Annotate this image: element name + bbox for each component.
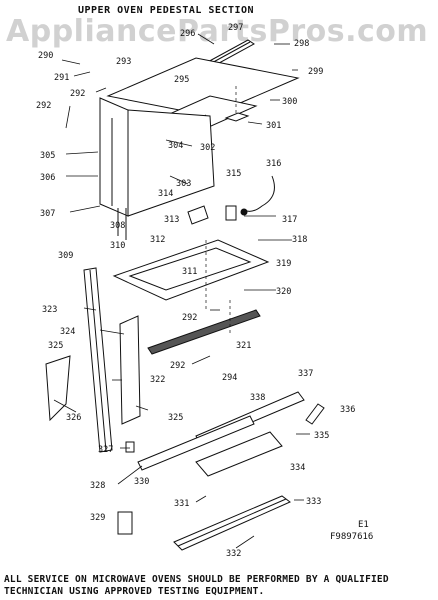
figure-code-line1: E1	[358, 520, 369, 530]
part-327-clip	[125, 441, 135, 453]
part-326-bracket	[45, 355, 71, 422]
part-label-305: 305	[40, 151, 55, 161]
service-notice-line1: ALL SERVICE ON MICROWAVE OVENS SHOULD BE…	[4, 574, 389, 585]
part-label-333: 333	[306, 497, 321, 507]
part-315-switch	[225, 205, 237, 221]
part-label-295: 295	[174, 75, 189, 85]
part-label-326: 326	[66, 413, 81, 423]
part-label-332: 332	[226, 549, 241, 559]
part-label-294: 294	[222, 373, 237, 383]
part-label-327: 327	[98, 445, 113, 455]
part-label-325: 325	[168, 413, 183, 423]
diagram-title: UPPER OVEN PEDESTAL SECTION	[78, 5, 255, 16]
part-label-314: 314	[158, 189, 173, 199]
figure-code-line2: F9897616	[330, 532, 374, 542]
service-notice-line2: TECHNICIAN USING APPROVED TESTING EQUIPM…	[4, 586, 265, 597]
part-313-bracket	[187, 205, 209, 225]
part-299-top-panel	[106, 57, 300, 117]
part-label-319: 319	[276, 259, 291, 269]
part-label-309: 309	[58, 251, 73, 261]
part-label-304: 304	[168, 141, 183, 151]
part-label-292: 292	[170, 361, 185, 371]
part-label-331: 331	[174, 499, 189, 509]
part-329-clip	[117, 511, 133, 535]
part-label-297: 297	[228, 23, 243, 33]
part-label-300: 300	[282, 97, 297, 107]
part-label-317: 317	[282, 215, 297, 225]
part-label-292: 292	[182, 313, 197, 323]
part-label-330: 330	[134, 477, 149, 487]
part-303-back-panel	[127, 109, 215, 217]
part-label-302: 302	[200, 143, 215, 153]
part-label-335: 335	[314, 431, 329, 441]
part-label-337: 337	[298, 369, 313, 379]
part-label-336: 336	[340, 405, 355, 415]
part-label-296: 296	[180, 29, 195, 39]
part-316-cord	[243, 175, 275, 212]
part-label-299: 299	[308, 67, 323, 77]
part-label-306: 306	[40, 173, 55, 183]
part-label-325: 325	[48, 341, 63, 351]
watermark: AppliancePartsPros.com	[6, 14, 429, 49]
part-label-328: 328	[90, 481, 105, 491]
part-label-303: 303	[176, 179, 191, 189]
part-label-320: 320	[276, 287, 291, 297]
part-label-313: 313	[164, 215, 179, 225]
part-334-glass	[195, 431, 283, 477]
part-label-298: 298	[294, 39, 309, 49]
part-321-gasket	[147, 309, 261, 355]
part-label-307: 307	[40, 209, 55, 219]
part-label-334: 334	[290, 463, 305, 473]
part-label-292: 292	[36, 101, 51, 111]
part-label-322: 322	[150, 375, 165, 385]
part-label-308: 308	[110, 221, 125, 231]
part-322-rail	[119, 315, 141, 425]
part-label-291: 291	[54, 73, 69, 83]
part-label-293: 293	[116, 57, 131, 67]
part-label-321: 321	[236, 341, 251, 351]
part-336-handle	[305, 403, 325, 425]
part-301-clip	[224, 112, 250, 122]
part-label-323: 323	[42, 305, 57, 315]
part-label-324: 324	[60, 327, 75, 337]
part-label-329: 329	[90, 513, 105, 523]
part-label-312: 312	[150, 235, 165, 245]
part-label-318: 318	[292, 235, 307, 245]
part-label-316: 316	[266, 159, 281, 169]
part-label-338: 338	[250, 393, 265, 403]
part-label-292: 292	[70, 89, 85, 99]
part-label-315: 315	[226, 169, 241, 179]
part-label-290: 290	[38, 51, 53, 61]
part-label-301: 301	[266, 121, 281, 131]
part-label-311: 311	[182, 267, 197, 277]
part-304-side-panel	[99, 97, 129, 217]
part-label-310: 310	[110, 241, 125, 251]
